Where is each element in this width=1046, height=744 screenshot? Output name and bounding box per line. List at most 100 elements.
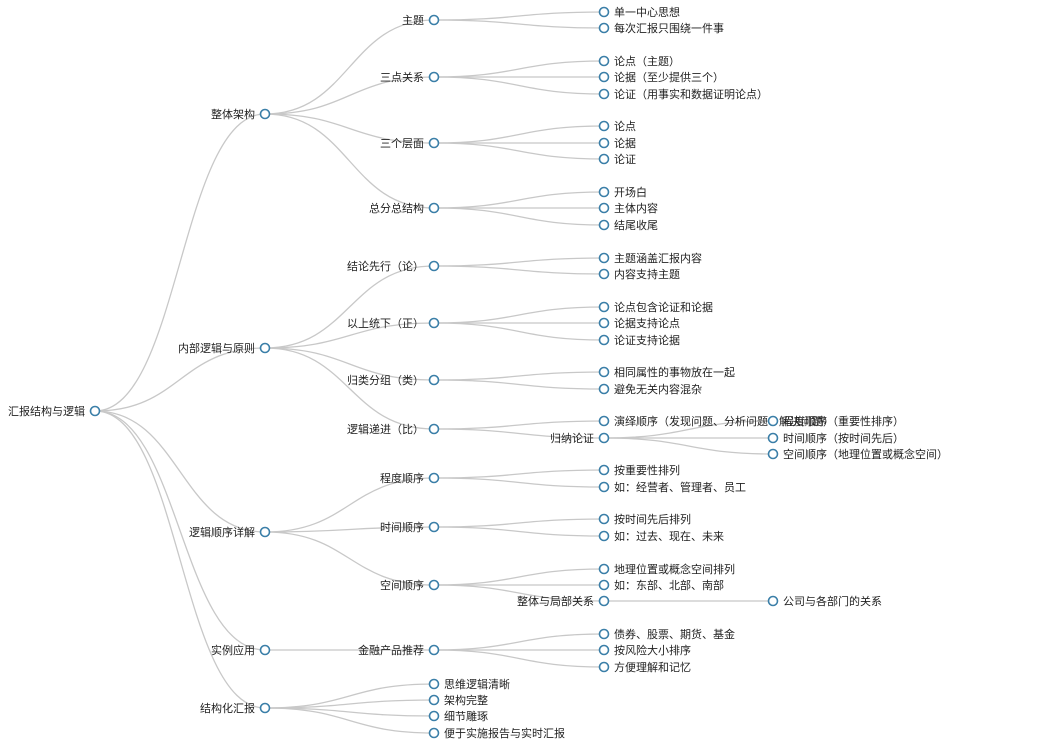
- node-root-0-2-2[interactable]: 论证: [598, 152, 637, 166]
- node-toggle-circle[interactable]: [767, 415, 779, 427]
- node-root-0-1-2[interactable]: 论证（用事实和数据证明论点）: [598, 87, 769, 101]
- node-root-1-3-1-0[interactable]: 程度顺序（重要性排序）: [767, 414, 905, 428]
- node-root-0-2-0[interactable]: 论点: [598, 119, 637, 133]
- node-root-3-0-0[interactable]: 债券、股票、期货、基金: [598, 627, 736, 641]
- node-root-0-2-1[interactable]: 论据: [598, 136, 637, 150]
- node-root-2-2-0[interactable]: 地理位置或概念空间排列: [598, 562, 736, 576]
- node-toggle-circle[interactable]: [598, 579, 610, 591]
- root-node[interactable]: 汇报结构与逻辑: [8, 404, 101, 418]
- node-root-0-3-1[interactable]: 主体内容: [598, 201, 659, 215]
- node-toggle-circle[interactable]: [428, 710, 440, 722]
- node-root-4-2[interactable]: 细节雕琢: [428, 709, 489, 723]
- node-toggle-circle[interactable]: [598, 120, 610, 132]
- node-root-2-0-0[interactable]: 按重要性排列: [598, 463, 681, 477]
- node-toggle-circle[interactable]: [598, 563, 610, 575]
- node-root-1-1-1[interactable]: 论据支持论点: [598, 316, 681, 330]
- node-root-2-2[interactable]: 空间顺序: [380, 578, 440, 592]
- node-toggle-circle[interactable]: [598, 252, 610, 264]
- node-root-0-3-0[interactable]: 开场白: [598, 185, 648, 199]
- node-root-2-0-1[interactable]: 如：经营者、管理者、员工: [598, 480, 747, 494]
- node-toggle-circle[interactable]: [428, 678, 440, 690]
- node-toggle-circle[interactable]: [598, 644, 610, 656]
- node-root-0[interactable]: 整体架构: [211, 107, 271, 121]
- node-toggle-circle[interactable]: [428, 317, 440, 329]
- node-root-1-3[interactable]: 逻辑递进（比）: [347, 422, 440, 436]
- node-toggle-circle[interactable]: [428, 202, 440, 214]
- node-toggle-circle[interactable]: [598, 137, 610, 149]
- node-toggle-circle[interactable]: [598, 55, 610, 67]
- node-root-3-0-1[interactable]: 按风险大小排序: [598, 643, 692, 657]
- node-root-1-0[interactable]: 结论先行（论）: [347, 259, 440, 273]
- node-toggle-circle[interactable]: [598, 464, 610, 476]
- node-toggle-circle[interactable]: [598, 415, 610, 427]
- node-toggle-circle[interactable]: [598, 22, 610, 34]
- node-toggle-circle[interactable]: [598, 366, 610, 378]
- node-root-1-1-2[interactable]: 论证支持论据: [598, 333, 681, 347]
- node-toggle-circle[interactable]: [598, 481, 610, 493]
- node-toggle-circle[interactable]: [598, 334, 610, 346]
- node-root-0-1-1[interactable]: 论据（至少提供三个）: [598, 70, 725, 84]
- node-toggle-circle[interactable]: [428, 14, 440, 26]
- node-root-1-1-0[interactable]: 论点包含论证和论据: [598, 300, 714, 314]
- node-root-3-0-2[interactable]: 方便理解和记忆: [598, 660, 692, 674]
- node-toggle-circle[interactable]: [428, 521, 440, 533]
- node-toggle-circle[interactable]: [598, 71, 610, 83]
- node-toggle-circle[interactable]: [598, 513, 610, 525]
- node-root-4[interactable]: 结构化汇报: [200, 701, 271, 715]
- node-toggle-circle[interactable]: [428, 472, 440, 484]
- node-root-0-2[interactable]: 三个层面: [380, 137, 440, 150]
- node-root-2-0[interactable]: 程度顺序: [380, 471, 440, 485]
- node-root-1-3-1-2[interactable]: 空间顺序（地理位置或概念空间）: [767, 447, 949, 461]
- node-root-2-2-2[interactable]: 整体与局部关系: [517, 594, 610, 608]
- node-toggle-circle[interactable]: [598, 219, 610, 231]
- node-toggle-circle[interactable]: [598, 301, 610, 313]
- node-toggle-circle[interactable]: [428, 374, 440, 386]
- node-root-4-3[interactable]: 便于实施报告与实时汇报: [428, 726, 566, 740]
- node-toggle-circle[interactable]: [767, 448, 779, 460]
- node-toggle-circle[interactable]: [598, 432, 610, 444]
- node-toggle-circle[interactable]: [598, 595, 610, 607]
- node-root-2-2-2-0[interactable]: 公司与各部门的关系: [767, 594, 883, 608]
- node-root-0-1-0[interactable]: 论点（主题）: [598, 54, 681, 68]
- node-root-2-1-0[interactable]: 按时间先后排列: [598, 512, 692, 526]
- node-toggle-circle[interactable]: [767, 432, 779, 444]
- node-root-1-2-0[interactable]: 相同属性的事物放在一起: [598, 365, 736, 379]
- node-toggle-circle[interactable]: [598, 202, 610, 214]
- node-toggle-circle[interactable]: [428, 260, 440, 272]
- node-toggle-circle[interactable]: [428, 423, 440, 435]
- node-root-0-0-0[interactable]: 单一中心思想: [598, 5, 681, 19]
- node-toggle-circle[interactable]: [598, 268, 610, 280]
- node-toggle-circle[interactable]: [259, 644, 271, 656]
- node-root-1-1[interactable]: 以上统下（正）: [347, 317, 440, 330]
- node-root-1-0-0[interactable]: 主题涵盖汇报内容: [598, 251, 703, 265]
- node-root-2-1-1[interactable]: 如：过去、现在、未来: [598, 529, 725, 543]
- node-toggle-circle[interactable]: [428, 694, 440, 706]
- node-toggle-circle[interactable]: [767, 595, 779, 607]
- node-root-3-0[interactable]: 金融产品推荐: [358, 643, 440, 657]
- node-toggle-circle[interactable]: [598, 383, 610, 395]
- node-toggle-circle[interactable]: [598, 628, 610, 640]
- node-root-0-0-1[interactable]: 每次汇报只围绕一件事: [598, 21, 725, 35]
- node-root-1-3-1[interactable]: 归纳论证: [550, 431, 610, 445]
- node-toggle-circle[interactable]: [259, 526, 271, 538]
- node-root-0-1[interactable]: 三点关系: [380, 70, 440, 84]
- node-toggle-circle[interactable]: [598, 530, 610, 542]
- node-root-4-1[interactable]: 架构完整: [428, 693, 489, 707]
- node-toggle-circle[interactable]: [598, 186, 610, 198]
- node-root-4-0[interactable]: 思维逻辑清晰: [428, 677, 511, 691]
- node-toggle-circle[interactable]: [428, 579, 440, 591]
- node-root-2[interactable]: 逻辑顺序详解: [189, 525, 271, 539]
- node-toggle-circle[interactable]: [598, 88, 610, 100]
- node-root-2-2-1[interactable]: 如：东部、北部、南部: [598, 578, 725, 592]
- node-root-1-2-1[interactable]: 避免无关内容混杂: [598, 382, 703, 396]
- node-toggle-circle[interactable]: [259, 702, 271, 714]
- node-root-1-0-1[interactable]: 内容支持主题: [598, 267, 681, 281]
- node-toggle-circle[interactable]: [598, 153, 610, 165]
- node-root-1-3-0[interactable]: 演绎顺序（发现问题、分析问题、解决问题）: [598, 414, 835, 428]
- node-toggle-circle[interactable]: [259, 108, 271, 120]
- node-toggle-circle[interactable]: [428, 727, 440, 739]
- node-root-0-0[interactable]: 主题: [402, 14, 440, 27]
- node-root-1-3-1-1[interactable]: 时间顺序（按时间先后）: [767, 431, 905, 445]
- node-toggle-circle[interactable]: [598, 6, 610, 18]
- node-toggle-circle[interactable]: [598, 661, 610, 673]
